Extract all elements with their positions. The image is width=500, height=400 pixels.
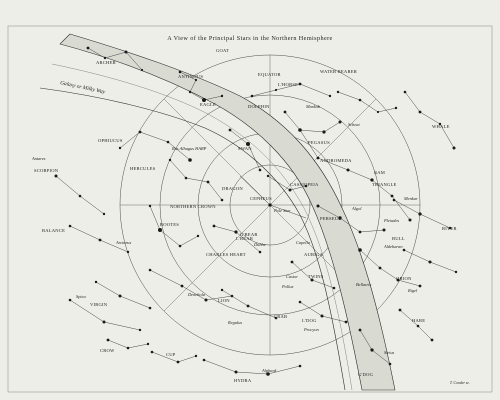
label-harp: Ras Alhagus HARP — [171, 146, 207, 151]
label-pole-star: Pole Star — [273, 208, 291, 213]
label-cassiopeia: CASSIOPEIA — [290, 182, 319, 187]
label-twins: TWINS — [308, 274, 324, 279]
label-ursa-minor: L'BEAR — [236, 236, 254, 241]
label-hercules: HERCULES — [130, 166, 156, 171]
label-alphard: Alphard — [261, 368, 277, 373]
label-menkar: Menkar — [403, 196, 418, 201]
label-regulus: Regulus — [227, 320, 242, 325]
galaxy-label: Galaxy or Milky Way — [60, 80, 107, 96]
label-l-dog: L'DOG — [302, 318, 317, 323]
label-triangle: TRIANGLE — [372, 182, 397, 187]
label-eagle: EAGLE — [200, 102, 216, 107]
label-procyon: Procyon — [303, 327, 320, 332]
label-rigel: Rigel — [407, 288, 418, 293]
label-sirius: Sirius — [384, 350, 395, 355]
label-capella: Capella — [296, 240, 311, 245]
label-dolphin: DOLPHIN — [248, 104, 270, 109]
label-antares: Antares — [31, 156, 46, 161]
label-charles-heart: CHARLES HEART — [206, 252, 246, 257]
label-andromeda: ANDROMEDA — [320, 158, 352, 163]
label-balance: BALANCE — [42, 228, 65, 233]
label-orion: ORION — [396, 276, 412, 281]
label-bootes: BOOTES — [160, 222, 179, 227]
chart-title: A View of the Principal Stars in the Nor… — [167, 35, 332, 42]
label-cup: CUP — [166, 352, 176, 357]
constellation-lines — [55, 47, 457, 375]
label-denebola: Denebola — [187, 292, 206, 297]
label-scorpion: SCORPION — [34, 168, 59, 173]
label-cepheus: CEPHEUS — [250, 196, 272, 201]
label-pegasus: PEGASUS — [308, 140, 330, 145]
label-pleiades: Pleiades — [383, 218, 399, 223]
label-aldebaran: Aldebaran — [383, 244, 403, 249]
label-horse: L'HORSE — [278, 82, 298, 87]
label-swan: SWAN — [238, 146, 252, 151]
label-ophiucus: OPHIUCUS — [98, 138, 123, 143]
label-water-bearer: WATER BEARER — [320, 69, 358, 74]
label-bull: BULL — [392, 236, 405, 241]
label-markab: Markab — [305, 104, 321, 109]
constellation-labels: GOAT ARCHER ANTINOUS EQUATOR WATER BEARE… — [31, 48, 458, 383]
label-g-dog: G'DOG — [358, 372, 374, 377]
label-castor: Castor — [286, 274, 298, 279]
label-lion: LION — [218, 298, 230, 303]
stars — [54, 46, 458, 376]
plate-border — [7, 25, 493, 393]
label-ram: RAM — [374, 170, 385, 175]
label-perseus: PERSEUS — [320, 216, 341, 221]
label-hare: HARE — [412, 318, 425, 323]
label-scheat: Scheat — [348, 122, 360, 127]
label-algol: Algol — [351, 206, 362, 211]
label-dubhe: Dubhe — [253, 242, 266, 247]
label-hydra: HYDRA — [234, 378, 252, 383]
engraver-credit: T. Conder sc. — [450, 381, 470, 385]
label-virgin: VIRGIN — [90, 302, 108, 307]
label-bellatrix: Bellatrix — [356, 282, 371, 287]
milky-way — [39, 33, 396, 391]
label-equator: EQUATOR — [258, 72, 281, 77]
label-goat: GOAT — [216, 48, 229, 53]
label-dragon: DRAGON — [222, 186, 243, 191]
label-auriga: AURIGA — [304, 252, 324, 257]
label-arcturus: Arcturus — [115, 240, 131, 245]
label-spica: Spica — [76, 294, 87, 299]
label-pollux: Pollux — [281, 284, 294, 289]
label-antinous: ANTINOUS — [178, 74, 203, 79]
label-whale: WHALE — [432, 124, 450, 129]
label-gr-bear: G'BEAR — [240, 232, 258, 237]
label-river: RIVER — [442, 226, 458, 231]
label-archer: ARCHER — [96, 60, 117, 65]
label-crow: CROW — [100, 348, 115, 353]
label-crab: CRAB — [274, 314, 287, 319]
label-northern-crown: NORTHERN CROWN — [170, 204, 216, 209]
